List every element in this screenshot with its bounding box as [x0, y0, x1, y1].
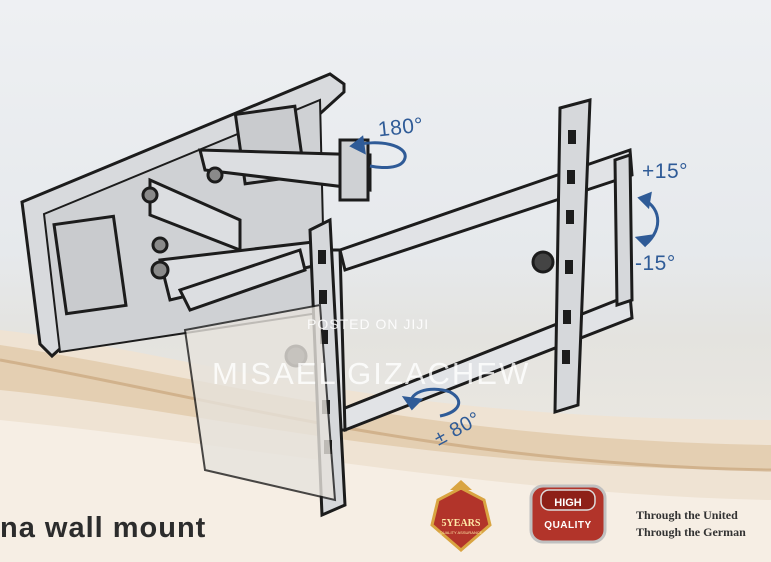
- quality-badge-bottom: QUALITY: [544, 520, 592, 531]
- certification-text: Through the United Through the German: [636, 507, 771, 541]
- articulating-arms: [141, 138, 372, 312]
- warranty-badge: 5YEARS QUALITY ASSURANCE: [430, 490, 492, 550]
- watermark-name: MISAEL GIZACHEW: [212, 356, 531, 391]
- tilt-down-label: -15°: [635, 252, 676, 275]
- quality-badge: HIGH QUALITY: [531, 486, 605, 542]
- warranty-badge-years: 5YEARS: [441, 518, 481, 529]
- tv-panel-outline: [183, 303, 337, 502]
- quality-badge-shape: [529, 484, 607, 544]
- rotation-arrows: [349, 135, 660, 418]
- quality-badge-top: HIGH: [554, 497, 582, 509]
- product-name-text: na wall mount: [0, 512, 207, 544]
- years-badge-shape: [430, 480, 492, 552]
- tilt-up-label: +15°: [642, 160, 689, 183]
- swivel-angle-label: 180°: [376, 113, 425, 142]
- watermark-posted: POSTED ON JIJI: [307, 316, 430, 332]
- warranty-badge-sub: QUALITY ASSURANCE: [439, 530, 483, 535]
- certification-line-2: Through the German: [636, 525, 746, 539]
- certification-line-1: Through the United: [636, 508, 738, 522]
